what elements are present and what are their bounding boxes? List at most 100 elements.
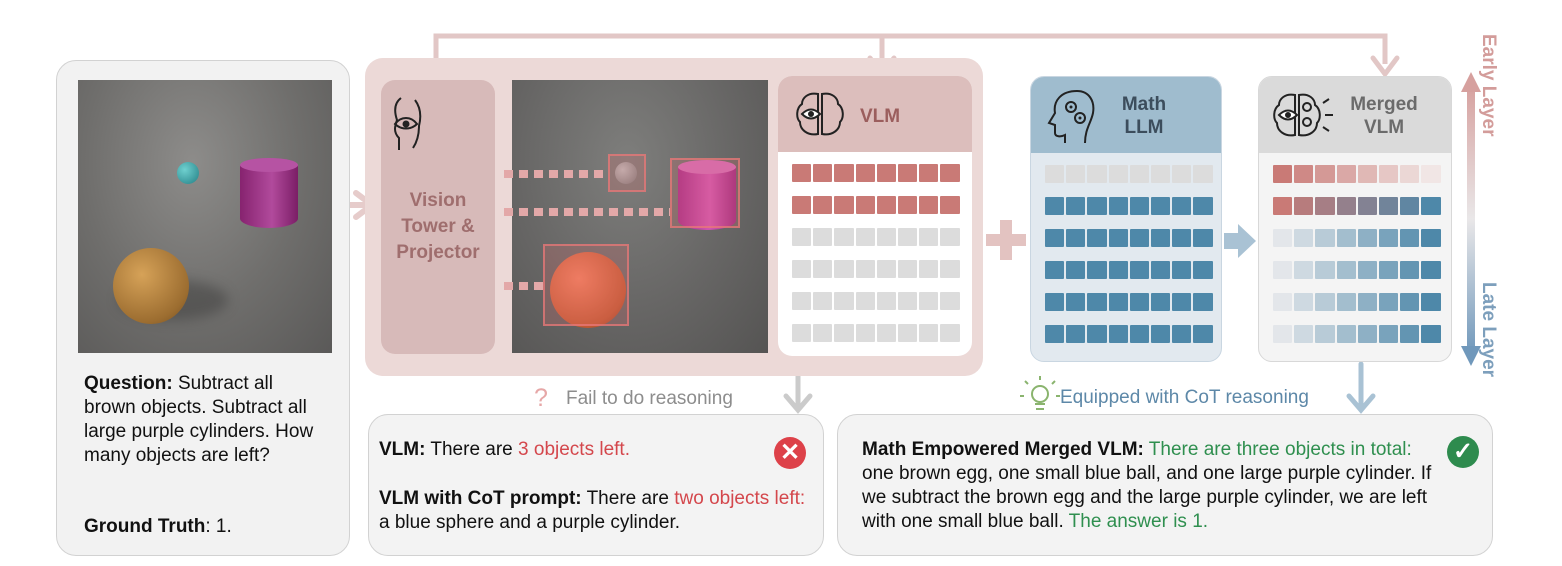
weight-cell [1150,325,1171,343]
layer-arrow-down [1461,346,1481,366]
weight-cell [940,324,960,342]
weight-cell [1336,229,1356,247]
weight-cell [1193,229,1213,247]
teal-ball [177,162,199,184]
weight-cell [1273,325,1293,343]
question-mark-icon: ? [534,384,548,412]
weight-cell [1273,165,1293,183]
weight-cell [813,292,833,310]
weight-cell [919,324,939,342]
math-llm-card-header: Math LLM [1031,77,1221,153]
weight-cell [940,260,960,278]
weight-cell [1087,261,1107,279]
weight-cell [1336,293,1356,311]
weight-cell [855,228,875,246]
head-gears-icon [1047,90,1095,144]
weight-cell [876,260,896,278]
weight-row [792,228,960,246]
lightbulb-icon [1020,376,1060,410]
highlight-sphere [543,244,629,326]
weight-cell [1066,229,1086,247]
merged-vlm-card-header: Merged VLM [1259,77,1451,153]
weight-cell [919,164,939,182]
vlm-card-header: VLM [778,76,972,152]
brain-eye-icon [796,92,844,136]
ground-truth-text: Ground Truth: 1. [84,516,232,537]
early-layer-label: Early Layer [1478,34,1499,137]
vlm-cot-answer-line: VLM with CoT prompt: There are two objec… [379,488,806,533]
weight-cell [1357,229,1377,247]
weight-cell [1294,229,1314,247]
weight-cell [1421,229,1441,247]
fail-reasoning-label: Fail to do reasoning [566,388,733,409]
weight-cell [792,196,812,214]
weight-row [1045,293,1213,311]
weight-cell [1421,197,1441,215]
weight-cell [1172,325,1192,343]
weight-cell [813,228,833,246]
weight-row [1045,261,1213,279]
weight-cell [940,164,960,182]
token-dash-3 [504,282,544,290]
weight-cell [855,196,875,214]
check-icon: ✓ [1447,436,1479,468]
weight-cell [813,324,833,342]
weight-cell [897,292,918,310]
merged-vlm-weight-grid [1273,165,1441,357]
detected-sphere [550,252,626,328]
weight-cell [1315,293,1335,311]
weight-cell [1421,261,1441,279]
weight-cell [919,228,939,246]
weight-cell [1273,261,1293,279]
arrow-merged-down [1346,361,1376,414]
brain-gears-icon [1273,93,1333,137]
weight-cell [1087,293,1107,311]
weight-cell [1066,165,1086,183]
weight-cell [855,324,875,342]
question-text: Question: Subtract all brown objects. Su… [84,373,314,466]
weight-cell [1193,293,1213,311]
weight-row [1045,325,1213,343]
merged-answer-panel [837,414,1493,556]
weight-row [1273,261,1441,279]
weight-cell [876,324,896,342]
weight-cell [1315,165,1335,183]
weight-cell [855,164,875,182]
vlm-title: VLM [860,106,901,127]
vlm-answer-line: VLM: There are 3 objects left. [379,439,630,460]
weight-cell [1193,325,1213,343]
weight-cell [1129,293,1149,311]
weight-cell [897,228,918,246]
weight-cell [1129,325,1149,343]
weight-cell [1172,261,1192,279]
weight-cell [897,164,918,182]
weight-row [792,164,960,182]
weight-cell [1066,293,1086,311]
weight-cell [1193,197,1213,215]
weight-row [1045,229,1213,247]
weight-cell [1129,229,1149,247]
weight-cell [876,164,896,182]
eye-head-icon [393,97,422,150]
weight-cell [1336,197,1356,215]
weight-cell [1045,293,1065,311]
weight-cell [940,228,960,246]
weight-cell [876,292,896,310]
weight-cell [1087,197,1107,215]
weight-cell [1129,197,1149,215]
weight-cell [813,260,833,278]
weight-cell [919,196,939,214]
weight-cell [792,164,812,182]
math-llm-title: Math LLM [1121,94,1167,138]
weight-cell [1357,261,1377,279]
weight-cell [1045,197,1065,215]
weight-cell [834,164,854,182]
weight-cell [1066,261,1086,279]
weight-cell [1378,229,1399,247]
weight-cell [1045,165,1065,183]
brown-sphere [113,248,189,324]
weight-cell [1294,261,1314,279]
weight-cell [1378,261,1399,279]
weight-cell [1336,261,1356,279]
weight-cell [1150,197,1171,215]
